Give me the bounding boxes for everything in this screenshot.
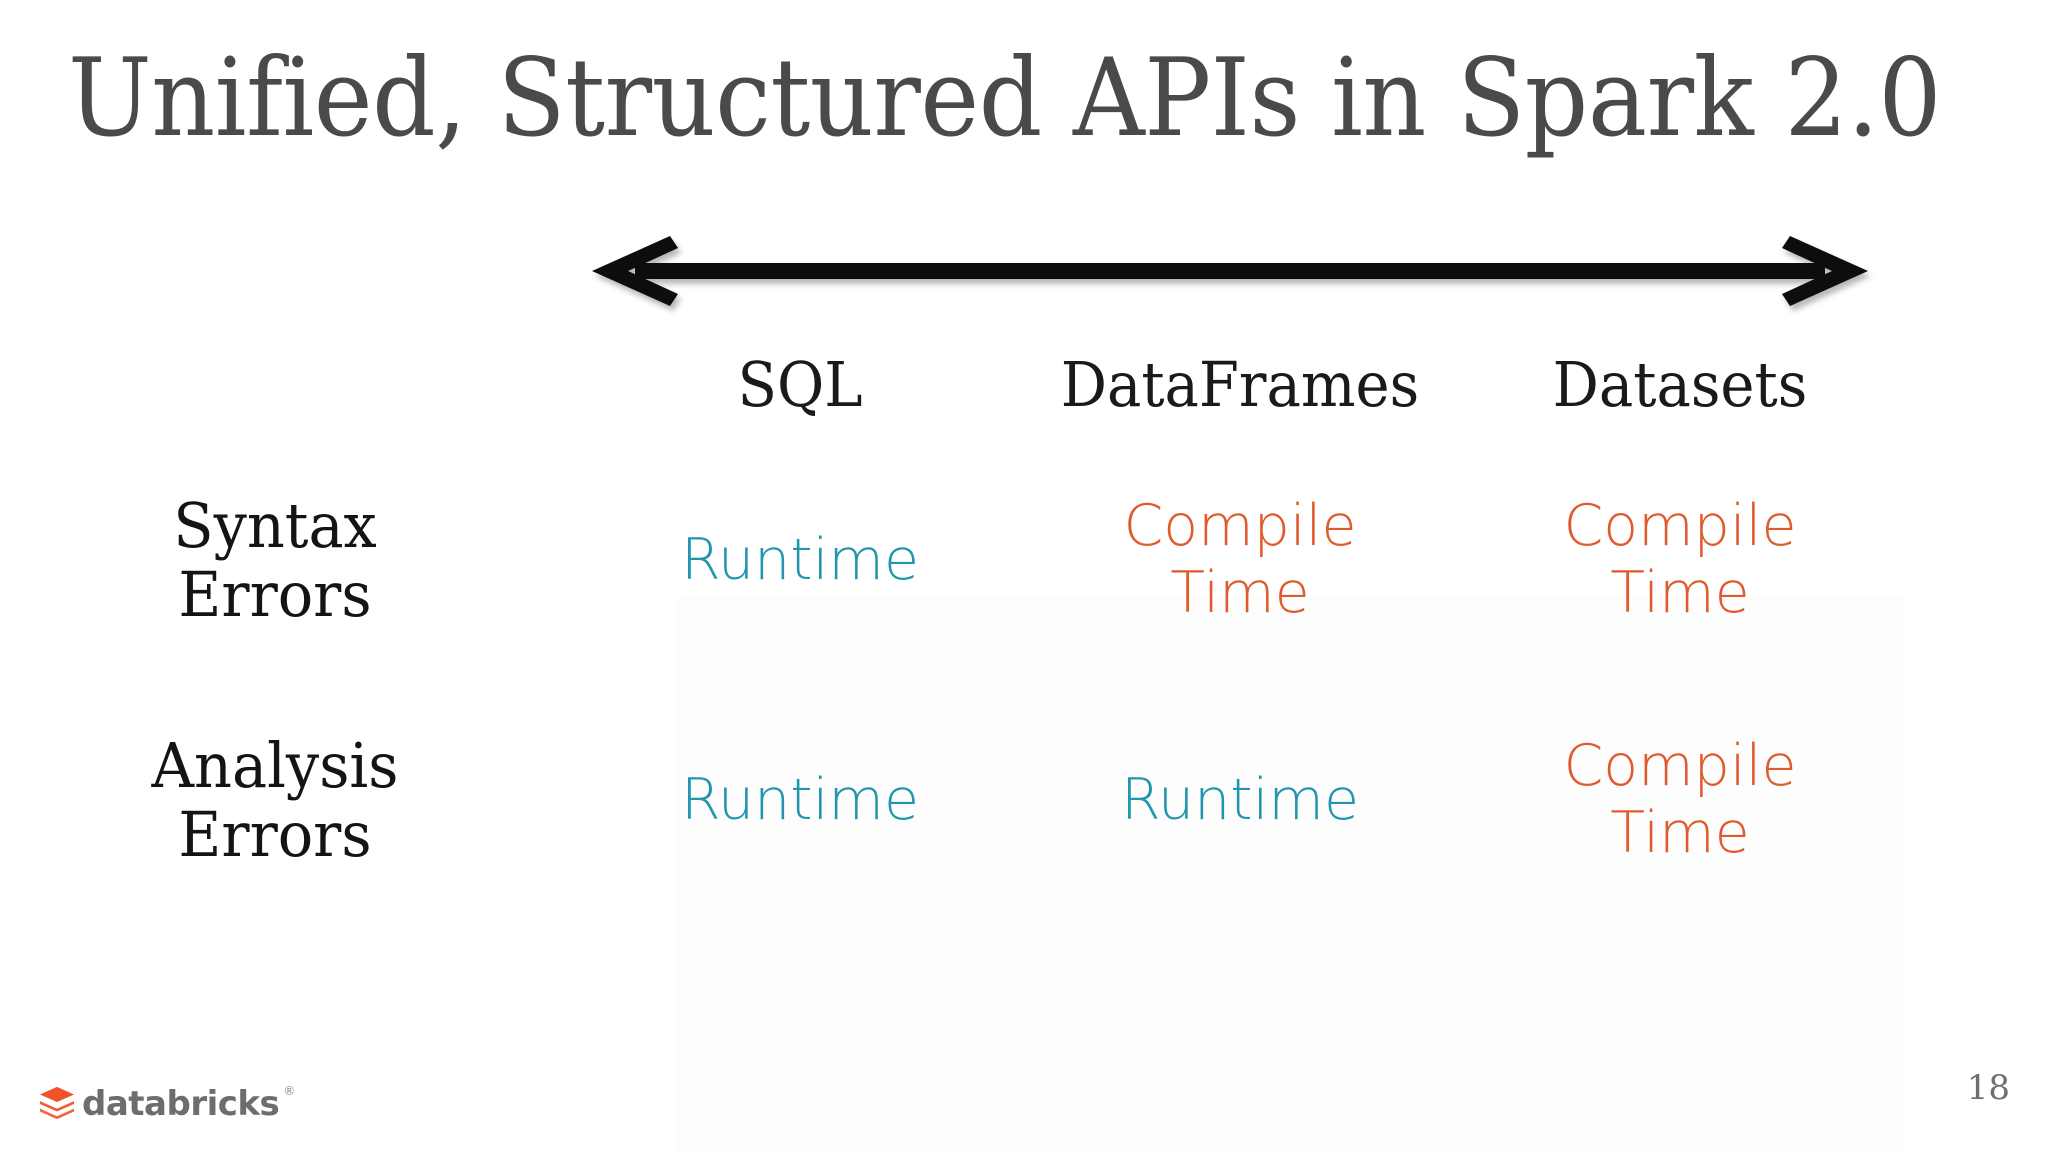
matrix-row-syntax-errors: Syntax Errors Runtime Compile Time Compi… xyxy=(0,440,2048,680)
databricks-wordmark: databricks xyxy=(82,1084,280,1124)
column-header-sql: SQL xyxy=(580,354,1020,416)
cell-analysis-datasets: Compile Time xyxy=(1460,733,1900,866)
cell-value: Compile Time xyxy=(1123,493,1357,626)
matrix-header-row: SQL DataFrames Datasets xyxy=(0,330,2048,440)
column-header-dataframes: DataFrames xyxy=(1020,354,1460,416)
trademark-symbol: ® xyxy=(283,1084,296,1098)
row-label-line2: Errors xyxy=(178,558,372,631)
cell-syntax-dataframes: Compile Time xyxy=(1020,493,1460,626)
comparison-matrix: SQL DataFrames Datasets Syntax Errors Ru… xyxy=(0,330,2048,920)
row-label-line2: Errors xyxy=(178,798,372,871)
page-number: 18 xyxy=(1966,1068,2010,1108)
cell-analysis-dataframes: Runtime xyxy=(1020,767,1460,834)
cell-value: Runtime xyxy=(680,526,920,593)
column-header-datasets: Datasets xyxy=(1460,354,1900,416)
cell-value: Compile Time xyxy=(1563,733,1797,866)
row-label-syntax-errors: Syntax Errors xyxy=(0,488,580,631)
column-header-label: Datasets xyxy=(1552,348,1808,421)
double-headed-arrow-icon xyxy=(592,236,1868,306)
cell-syntax-datasets: Compile Time xyxy=(1460,493,1900,626)
row-label-line1: Syntax xyxy=(173,488,377,562)
column-header-label: DataFrames xyxy=(1060,348,1420,421)
row-label-line1: Analysis xyxy=(151,728,399,802)
cell-value: Compile Time xyxy=(1563,493,1797,626)
matrix-row-analysis-errors: Analysis Errors Runtime Runtime Compile … xyxy=(0,680,2048,920)
column-header-label: SQL xyxy=(737,348,863,421)
cell-syntax-sql: Runtime xyxy=(580,527,1020,594)
cell-analysis-sql: Runtime xyxy=(580,767,1020,834)
page-title: Unified, Structured APIs in Spark 2.0 xyxy=(68,36,1942,161)
cell-value: Runtime xyxy=(680,766,920,833)
spectrum-arrow xyxy=(580,228,1880,318)
databricks-logo: databricks ® xyxy=(38,1082,297,1124)
databricks-layers-icon xyxy=(39,1086,75,1120)
cell-value: Runtime xyxy=(1120,766,1360,833)
row-label-analysis-errors: Analysis Errors xyxy=(0,728,580,871)
